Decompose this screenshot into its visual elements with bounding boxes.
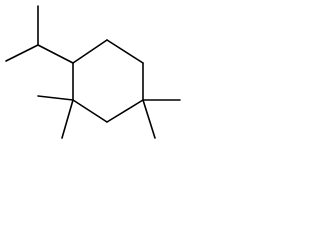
methyl-bond-left-1 — [37, 95, 74, 101]
structure-canvas — [0, 0, 186, 142]
methyl-bond-right-2 — [142, 99, 156, 139]
isopropyl-group — [5, 5, 74, 64]
molecule-diagram — [5, 5, 181, 139]
ring-bond-1 — [72, 39, 108, 64]
gem-dimethyl-left — [37, 95, 74, 139]
ring-bond-2 — [106, 39, 144, 64]
methyl-bond-left-2 — [61, 99, 74, 139]
gem-dimethyl-right — [142, 99, 181, 139]
bond-isopropyl-to-ring — [37, 44, 74, 64]
bond-ch-to-methyl-left — [5, 44, 39, 62]
ring-bond-4 — [106, 99, 144, 123]
ring-bond-5 — [72, 99, 108, 123]
cyclohexane-ring — [72, 39, 144, 123]
